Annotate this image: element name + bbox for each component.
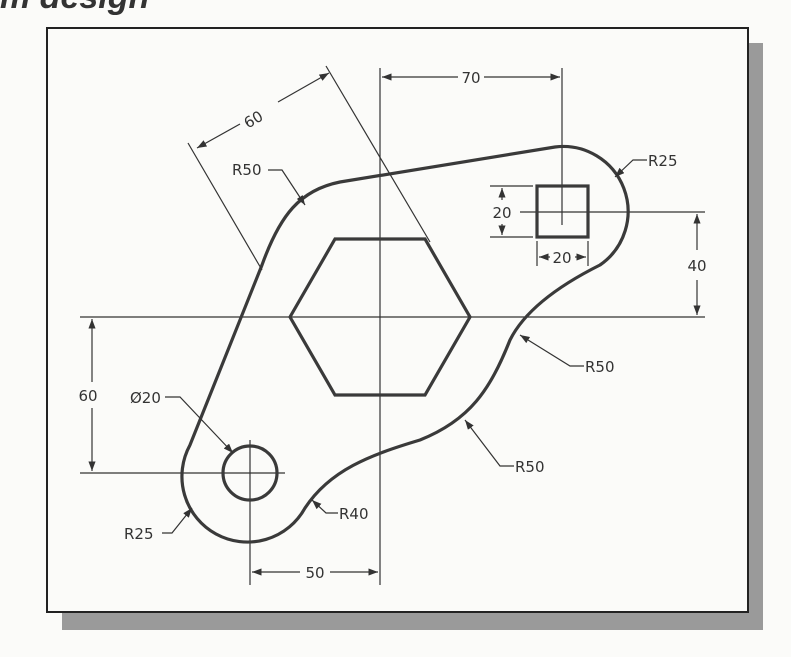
hexagon-cutout [288,237,472,397]
square-cutout [535,184,590,239]
dim-40: 40 [687,257,706,275]
callout-r50-bottom: R50 [515,458,545,476]
dim-70: 70 [461,69,480,87]
callout-r50-top: R50 [232,161,262,179]
drawing-frame [46,27,749,613]
dim-50: 50 [305,564,324,582]
dim-20-vertical: 20 [492,204,511,222]
leader-lines [162,159,647,534]
part-outline [180,144,630,544]
circle-hole [221,444,279,502]
section-heading: m design [0,0,149,17]
callout-r50-right: R50 [585,358,615,376]
dim-60-left: 60 [78,387,97,405]
dimension-lines [88,65,701,576]
callout-r25-top: R25 [648,152,678,170]
callout-r25-bottom: R25 [124,525,154,543]
dim-20-horizontal: 20 [552,249,571,267]
callout-r40: R40 [339,505,369,523]
callout-dia20: Ø20 [130,389,161,407]
